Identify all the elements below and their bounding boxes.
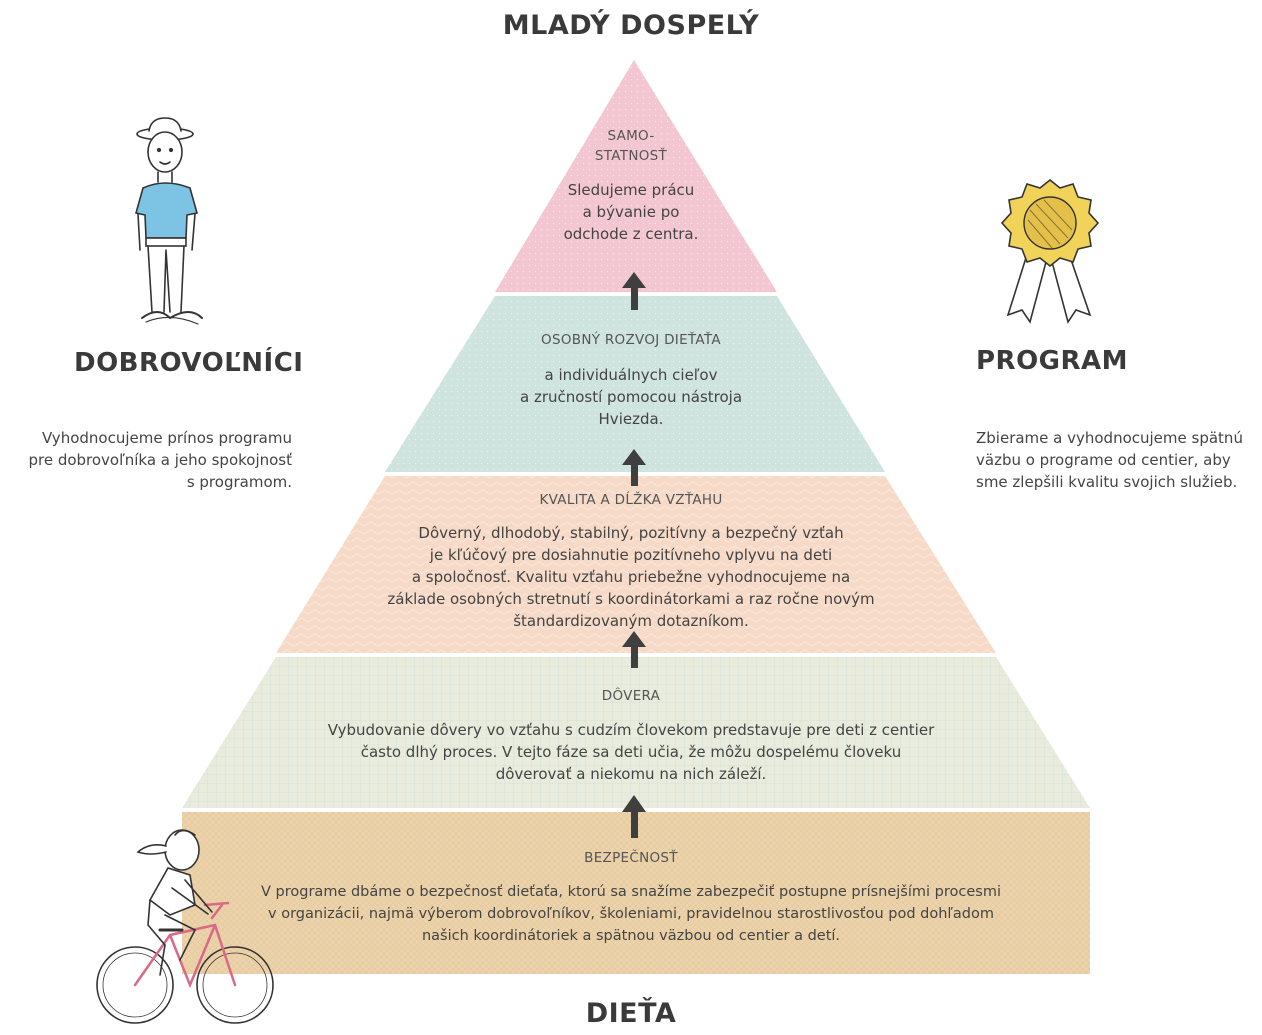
- right-panel-line: sme zlepšili kvalitu svojich služieb.: [976, 473, 1238, 491]
- layer-title: BEZPEČNOSŤ: [0, 850, 1262, 866]
- up-arrow-icon: [622, 272, 646, 310]
- layer-text-line: dôverovať a niekomu na nich záleží.: [495, 765, 767, 783]
- up-arrow-icon: [622, 631, 646, 668]
- bottom-label: DIEŤA: [585, 998, 677, 1029]
- right-panel-line: Zbierame a vyhodnocujeme spätnú: [976, 429, 1243, 447]
- layer-text-line: Sledujeme prácu: [567, 181, 695, 199]
- arrows: [622, 272, 646, 838]
- layer-text-line: a zručností pomocou nástroja: [519, 388, 743, 406]
- layer-text-line: často dlhý proces. V tejto fáze sa deti …: [360, 743, 902, 761]
- layer-description: Dôverný, dlhodobý, stabilný, pozitívny a…: [0, 522, 1262, 632]
- right-panel-text: Zbierame a vyhodnocujeme spätnú väzbu o …: [976, 427, 1260, 493]
- layer-text-line: Dôverný, dlhodobý, stabilný, pozitívny a…: [418, 524, 844, 542]
- layer-bezpecnost: [182, 812, 1090, 974]
- layer-title-line: STATNOSŤ: [594, 148, 668, 164]
- left-panel-line: s programom.: [186, 473, 292, 491]
- layer-text-line: odchode z centra.: [563, 225, 699, 243]
- layer-text-line: a spoločnosť. Kvalitu vzťahu priebežne v…: [411, 568, 851, 586]
- layer-text-line: Vybudovanie dôvery vo vzťahu s cudzím čl…: [327, 721, 935, 739]
- layer-text-line: našich koordinátoriek a spätnou väzbou o…: [421, 928, 841, 944]
- layer-title-line: SAMO-: [607, 128, 655, 144]
- layer-samostatnost: [495, 60, 777, 292]
- layer-title: SAMO- STATNOSŤ: [0, 126, 1262, 166]
- layer-text-line: Hviezda.: [598, 410, 664, 428]
- layer-title-line: BEZPEČNOSŤ: [584, 850, 678, 866]
- left-panel-heading: DOBROVOĽNÍCI: [74, 348, 304, 378]
- person-illustration: [135, 117, 203, 325]
- layer-description: Sledujeme prácu a bývanie po odchode z c…: [0, 179, 1262, 245]
- layer-text-line: v organizácii, najmä výberom dobrovoľník…: [268, 906, 994, 922]
- layer-description: Vybudovanie dôvery vo vzťahu s cudzím čl…: [0, 719, 1262, 785]
- up-arrow-icon: [622, 795, 646, 838]
- right-panel-heading: PROGRAM: [976, 346, 1129, 376]
- left-panel-line: Vyhodnocujeme prínos programu: [41, 429, 292, 447]
- layer-text-line: štandardizovaným dotazníkom.: [513, 612, 749, 630]
- layer-title-line: KVALITA A DĹŽKA VZŤAHU: [539, 492, 723, 508]
- top-label: MLADÝ DOSPELÝ: [502, 10, 760, 41]
- layer-description: a individuálnych cieľov a zručností pomo…: [0, 364, 1262, 430]
- layer-title: DÔVERA: [0, 688, 1262, 704]
- layer-text-line: a bývanie po: [582, 203, 680, 221]
- layer-title: OSOBNÝ ROZVOJ DIEŤAŤA: [0, 332, 1262, 348]
- up-arrow-icon: [622, 449, 646, 486]
- child-on-bicycle-illustration: [96, 829, 274, 1024]
- layer-kvalita-vztahu: [276, 476, 996, 653]
- left-panel-text: Vyhodnocujeme prínos programu pre dobrov…: [0, 427, 292, 493]
- layer-title-line: OSOBNÝ ROZVOJ DIEŤAŤA: [541, 332, 721, 348]
- layer-title-line: DÔVERA: [601, 688, 661, 704]
- layer-osobny-rozvoj: [385, 296, 885, 472]
- layer-dovera: [182, 657, 1090, 808]
- layer-text-line: a individuálnych cieľov: [544, 366, 718, 384]
- layer-text-line: V programe dbáme o bezpečnosť dieťaťa, k…: [261, 884, 1001, 900]
- layer-title: KVALITA A DĹŽKA VZŤAHU: [0, 492, 1262, 508]
- layer-description: V programe dbáme o bezpečnosť dieťaťa, k…: [0, 881, 1262, 947]
- layer-text-line: je kľúčový pre dosiahnutie pozitívneho v…: [429, 546, 833, 564]
- layer-text-line: základe osobných stretnutí s koordinátor…: [387, 590, 875, 608]
- left-panel-line: pre dobrovoľníka a jeho spokojnosť: [28, 451, 292, 469]
- award-rosette-illustration: [1000, 178, 1100, 324]
- right-panel-line: väzbu o programe od centier, aby: [976, 451, 1231, 469]
